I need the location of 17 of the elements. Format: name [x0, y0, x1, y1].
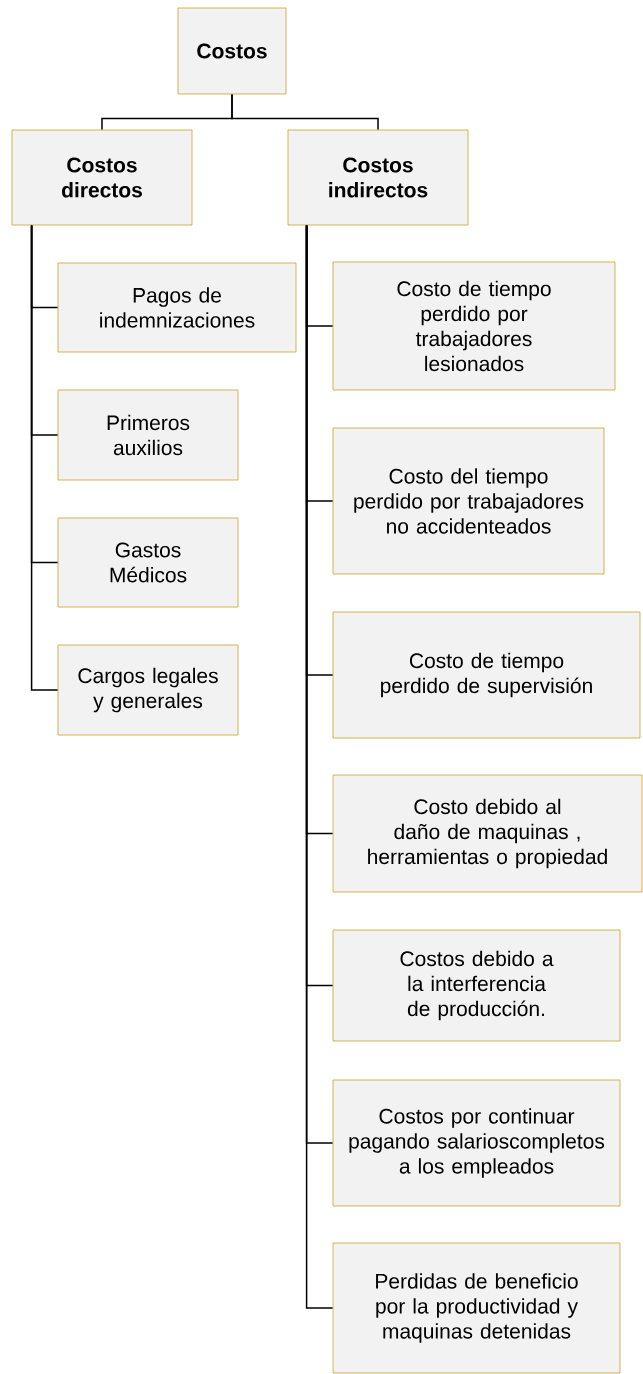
connector: [231, 93, 379, 131]
box: Costo del tiempo perdido por trabajadores no accidenteados: [332, 427, 605, 575]
box: Primeros auxilios: [57, 389, 239, 481]
box: Pagos de indemnizaciones: [57, 262, 297, 353]
box: Perdidas de beneficio por la productividad y maquinas detenidas: [332, 1242, 621, 1374]
connector: [30, 224, 59, 691]
box: Costo debido al daño de maquinas , herramientas o propiedad: [332, 774, 643, 893]
box: Costos directos: [11, 129, 193, 226]
box: Costos indirectos: [287, 129, 469, 226]
box: Costo de tiempo perdido por trabajadores lesionados: [332, 261, 616, 391]
box: Costo de tiempo perdido de supervisión: [332, 611, 641, 739]
box: Costos por continuar pagando salarioscompletos a los empleados: [332, 1079, 621, 1207]
box: Costos debido a la interferencia de producción.: [332, 929, 621, 1042]
box: Gastos Médicos: [57, 517, 239, 608]
box: Cargos legales y generales: [57, 644, 239, 736]
box: Costos: [177, 7, 287, 95]
connector: [305, 224, 334, 1309]
